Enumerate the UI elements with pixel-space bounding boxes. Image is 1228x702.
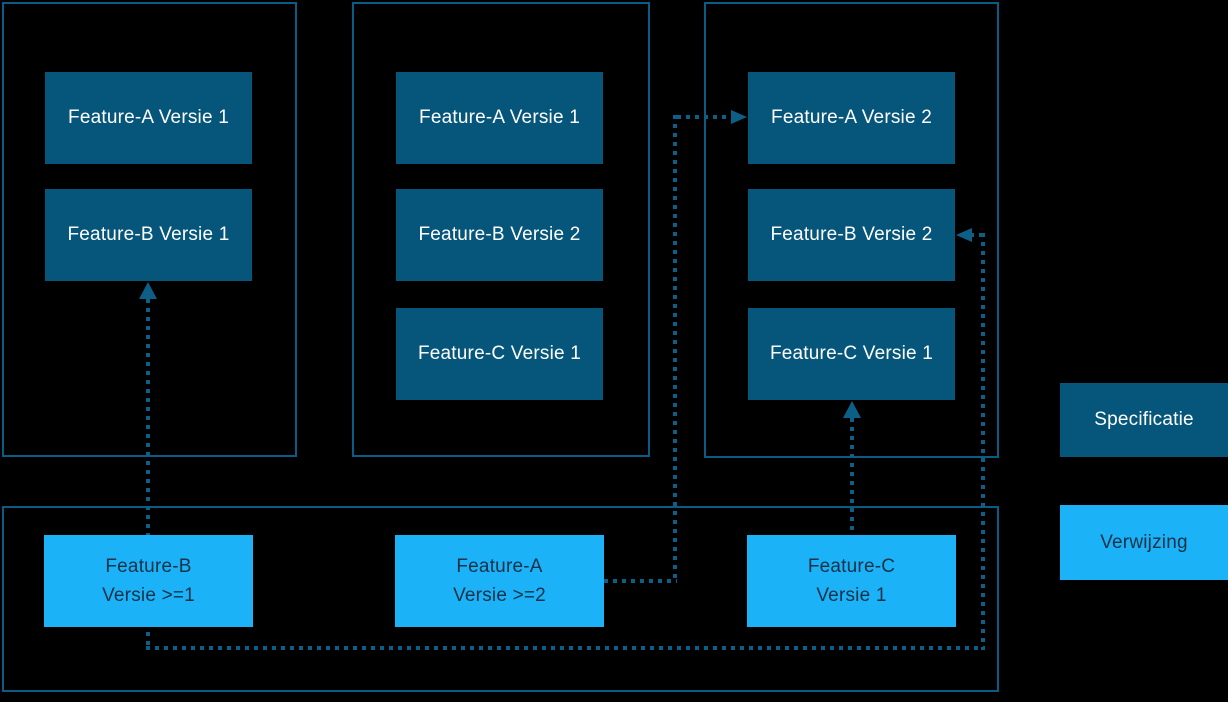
ref-label-line1: Feature-B: [105, 556, 192, 577]
arrowhead-right: [731, 110, 747, 124]
connector-segment: [146, 646, 985, 650]
ref-box-feature-b: Feature-B Versie >=1: [44, 535, 253, 627]
ref-label-line2: Versie >=2: [453, 585, 546, 606]
connector-segment: [146, 299, 150, 650]
p3-spec-feature-a-v2: Feature-A Versie 2: [748, 72, 955, 164]
legend-reference: Verwijzing: [1060, 505, 1228, 580]
p2-spec-feature-c-v1: Feature-C Versie 1: [396, 308, 603, 400]
ref-label-line1: Feature-A: [456, 556, 543, 577]
ref-label-line2: Versie >=1: [102, 585, 195, 606]
p1-spec-feature-b-v1: Feature-B Versie 1: [45, 189, 252, 281]
arrowhead-left: [956, 228, 972, 242]
connector-segment: [677, 115, 732, 119]
arrowhead-up: [843, 401, 861, 418]
p3-spec-feature-b-v2: Feature-B Versie 2: [748, 189, 955, 281]
p2-spec-feature-b-v2: Feature-B Versie 2: [396, 189, 603, 281]
arrowhead-up: [139, 282, 157, 299]
ref-box-feature-a: Feature-A Versie >=2: [395, 535, 604, 627]
ref-box-feature-c: Feature-C Versie 1: [747, 535, 956, 627]
ref-label-line2: Versie 1: [816, 585, 887, 606]
connector-segment: [673, 115, 677, 583]
references-container: [2, 506, 999, 692]
p3-spec-feature-c-v1: Feature-C Versie 1: [748, 308, 955, 400]
product-container-2: [352, 2, 650, 457]
connector-segment: [981, 233, 985, 650]
legend-specification: Specificatie: [1060, 383, 1228, 457]
p2-spec-feature-a-v1: Feature-A Versie 1: [396, 72, 603, 164]
ref-label-line1: Feature-C: [807, 556, 896, 577]
connector-segment: [604, 579, 677, 583]
connector-segment: [850, 418, 854, 535]
p1-spec-feature-a-v1: Feature-A Versie 1: [45, 72, 252, 164]
connector-segment: [970, 233, 984, 237]
